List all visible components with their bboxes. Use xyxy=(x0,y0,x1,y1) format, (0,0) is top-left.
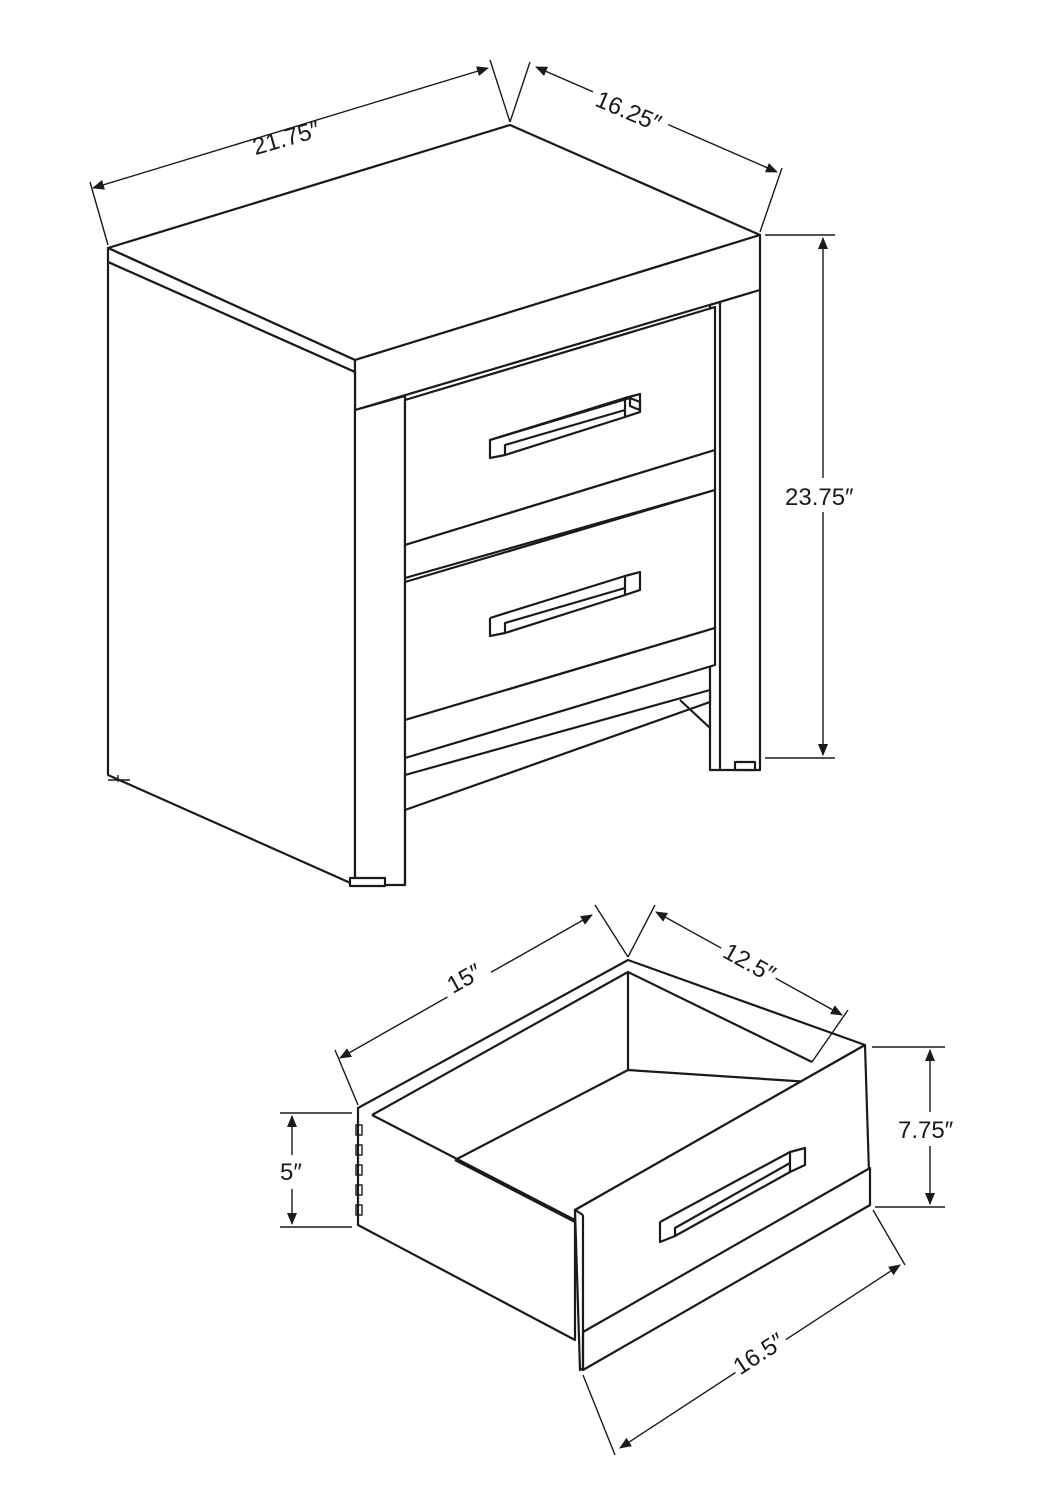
side-panel xyxy=(106,260,357,887)
drawer-handle xyxy=(658,1146,807,1244)
drawer-side-height-label: 5″ xyxy=(280,1159,302,1186)
width-label: 21.75″ xyxy=(250,116,324,161)
height-label: 23.75″ xyxy=(785,484,854,511)
bottom-drawer-handle xyxy=(488,570,642,638)
dovetail-joints xyxy=(355,1124,363,1216)
front-right-leg xyxy=(708,288,762,772)
nightstand-drawing xyxy=(106,123,762,888)
bottom-apron xyxy=(403,688,712,812)
top-drawer-handle xyxy=(488,392,642,460)
drawer-front-height-label: 7.75″ xyxy=(898,1117,954,1144)
drawer-drawing xyxy=(355,958,872,1372)
front-left-leg xyxy=(353,394,407,887)
bottom-rail xyxy=(403,626,717,760)
